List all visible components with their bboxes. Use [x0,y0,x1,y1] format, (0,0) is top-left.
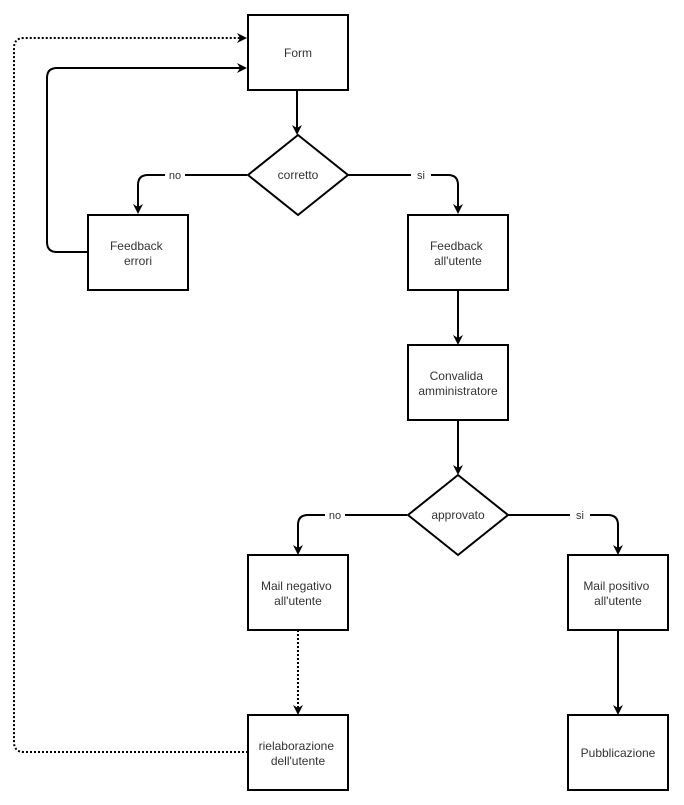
svg-text:rielaborazione dell'uten: rielaborazione dell'utente [259,739,338,768]
edge-label-corretto-si: si [417,170,425,182]
node-convalida-line-2: amministratore [418,384,498,398]
node-decision-approvato: approvato [406,473,510,557]
node-rielaborazione-line-1: rielaborazione [259,739,335,753]
edge-feedback-errori-to-form [46,63,247,253]
node-decision-corretto: corretto [246,133,350,217]
node-rielaborazione: rielaborazione dell'utente [247,714,349,791]
node-mail-negativo: Mail negativo all'utente [247,554,349,631]
node-feedback-utente-line-2: all'utente [434,254,482,268]
node-corretto-line: corretto [278,168,319,182]
node-feedback-utente-line-1: Feedback [430,239,484,253]
edge-label-approvato-no: no [329,510,341,522]
node-pubblicazione: Pubblicazione [567,714,669,791]
svg-text:Feedback errori: Feedback errori [110,239,166,268]
svg-text:Form: Form [284,46,312,60]
edge-labels: no si no si [165,168,590,522]
svg-text:Mail negativo all'utente: Mail negativo all'utente [261,579,335,608]
edges [13,33,623,753]
svg-text:Pubblicazione: Pubblicazione [581,746,656,760]
node-feedback-errori: Feedback errori [87,214,189,291]
svg-text:Feedback all'utente: Feedback all'utente [430,239,486,268]
node-mail-positivo-line-2: all'utente [594,594,642,608]
node-form: Form [247,14,349,91]
node-mail-negativo-line-1: Mail negativo [261,579,332,593]
node-mail-negativo-line-2: all'utente [274,594,322,608]
node-feedback-utente: Feedback all'utente [407,214,509,291]
svg-text:Convalida amministratore: Convalida amministratore [418,369,498,398]
node-feedback-errori-line-1: Feedback [110,239,164,253]
edge-approvato-no [293,514,407,555]
edge-rielaborazione-to-form [13,33,248,753]
edge-label-approvato-si: si [576,510,584,522]
svg-text:corretto: corretto [278,168,319,182]
node-approvato-line: approvato [431,508,485,522]
svg-text:approvato: approvato [431,508,485,522]
node-mail-positivo-line-1: Mail positivo [583,579,649,593]
edge-corretto-no [133,174,247,214]
edge-label-corretto-no: no [169,170,181,182]
node-mail-positivo: Mail positivo all'utente [567,554,669,631]
svg-text:Mail positivo all'utente: Mail positivo all'utente [583,579,652,608]
edge-approvato-si [508,514,623,555]
node-convalida-line-1: Convalida [430,369,484,383]
node-form-line: Form [284,46,312,60]
edge-corretto-si [348,174,463,214]
node-feedback-errori-line-2: errori [124,254,152,268]
node-rielaborazione-line-2: dell'utente [271,754,326,768]
node-convalida-amministratore: Convalida amministratore [407,344,509,421]
node-pubblicazione-line: Pubblicazione [581,746,656,760]
